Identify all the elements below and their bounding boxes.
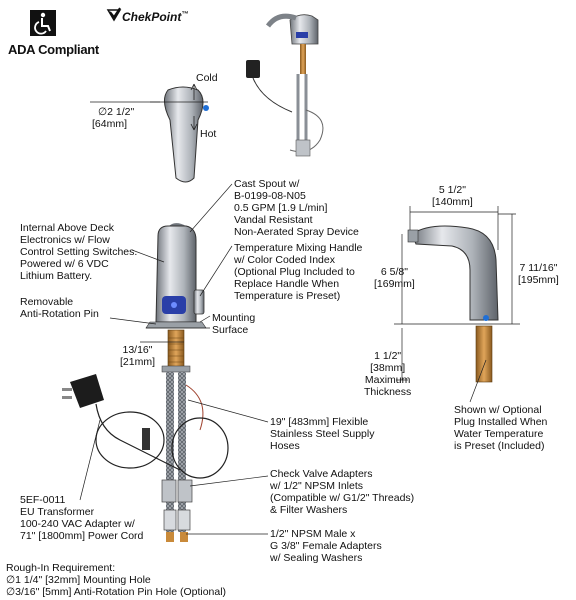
spout-height-dimension: 6 5/8" [169mm] — [374, 266, 415, 290]
color-index-icon — [203, 105, 209, 111]
handle-diameter-in: ∅2 1/2" — [98, 106, 135, 118]
optional-plug-callout: Shown w/ Optional Plug Installed When Wa… — [454, 404, 548, 452]
chekpoint-logo-icon — [106, 7, 122, 22]
mounting-surface-callout: Mounting Surface — [212, 312, 256, 336]
anti-rotation-pin-callout: Removable Anti-Rotation Pin — [20, 296, 99, 320]
handle-diameter-mm: [64mm] — [92, 118, 128, 130]
chekpoint-label: ChekPoint — [122, 10, 182, 24]
electronics-callout: Internal Above Deck Electronics w/ Flow … — [20, 222, 138, 282]
reach-dimension: 5 1/2" [140mm] — [432, 184, 473, 208]
hoses-callout: 19" [483mm] Flexible Stainless Steel Sup… — [270, 416, 375, 452]
thickness-dimension: 1 1/2" [38mm] Maximum Thickness — [364, 350, 412, 398]
mixing-handle-icon — [193, 289, 205, 315]
wheelchair-icon — [30, 10, 56, 36]
ada-compliant-label: ADA Compliant — [8, 42, 99, 57]
check-valve-callout: Check Valve Adapters w/ 1/2" NPSM Inlets… — [270, 468, 415, 516]
rough-in-block: Rough-In Requirement: ∅1 1/4" [32mm] Mou… — [6, 562, 227, 598]
leader-lines — [79, 183, 487, 535]
trademark-mark: ™ — [181, 11, 189, 18]
faucet-body — [145, 223, 210, 542]
total-height-dimension: 7 11/16" [195mm] — [518, 262, 559, 286]
cold-label: Cold — [196, 72, 218, 84]
spout-callout: Cast Spout w/ B-0199-08-N05 0.5 GPM [1.9… — [234, 178, 359, 238]
handle-detail — [90, 83, 209, 183]
dimension-lines — [140, 101, 516, 381]
npsm-adapter-callout: 1/2" NPSM Male x G 3/8" Female Adapters … — [270, 528, 382, 564]
transformer-callout: 5EF-0011 EU Transformer 100-240 VAC Adap… — [20, 494, 144, 542]
faucet-assembly-thumbnail — [246, 13, 324, 157]
chekpoint-logo: ChekPoint™ — [122, 10, 188, 24]
shank-dimension: 13/16" [21mm] — [120, 344, 156, 368]
transformer — [62, 374, 229, 479]
hot-label: Hot — [200, 128, 217, 140]
faucet-side-profile — [394, 225, 520, 383]
mixing-handle-callout: Temperature Mixing Handle w/ Color Coded… — [234, 242, 363, 302]
